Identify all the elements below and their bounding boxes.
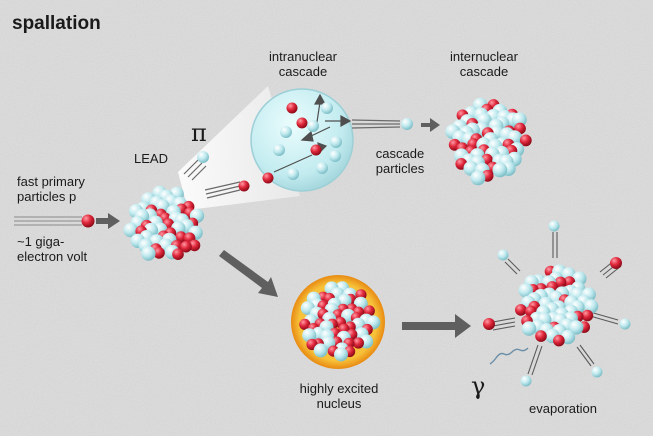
evaporated-neutron xyxy=(591,366,603,378)
evaporation-label: evaporation xyxy=(529,401,597,416)
neutron xyxy=(280,126,292,138)
neutron xyxy=(287,168,299,180)
pi-symbol: π xyxy=(191,119,207,147)
internuclear-label: internuclear cascade xyxy=(450,49,518,79)
cascade-tracks xyxy=(273,93,352,173)
neutron xyxy=(470,170,486,186)
neutron xyxy=(313,343,328,358)
proton xyxy=(299,318,311,330)
neutron xyxy=(141,246,156,261)
internuclear-nucleus xyxy=(445,97,532,186)
diagram-title: spallation xyxy=(12,13,101,34)
neutron xyxy=(521,321,537,336)
arrow-to-excited xyxy=(219,250,278,297)
fast-primary-label: fast primary particles p xyxy=(17,174,85,204)
evaporated-neutron xyxy=(497,249,509,261)
neutron xyxy=(334,347,348,362)
proton xyxy=(352,337,364,349)
neutron xyxy=(302,328,317,343)
proton xyxy=(535,330,547,342)
evaporating-nucleus xyxy=(515,264,599,347)
excited-nucleus xyxy=(299,281,381,362)
lead-label: LEAD xyxy=(134,151,168,166)
incoming-proton xyxy=(81,214,95,228)
arrows xyxy=(96,118,471,338)
lead-nucleus xyxy=(123,185,205,261)
lead-emission-tracks xyxy=(183,159,241,199)
incoming-particle-track xyxy=(14,216,82,226)
neutron xyxy=(273,144,285,156)
proton xyxy=(581,309,594,322)
intranuclear-label: intranuclear cascade xyxy=(269,49,337,79)
proton xyxy=(175,231,187,243)
proton xyxy=(553,334,565,347)
neutron xyxy=(316,162,328,174)
neutron xyxy=(330,136,342,148)
evaporated-proton xyxy=(610,257,622,269)
cascade-particle xyxy=(401,118,413,130)
evaporated-proton xyxy=(483,318,495,330)
proton xyxy=(153,247,165,259)
evaporated-neutron xyxy=(520,375,532,387)
neutron xyxy=(492,162,508,178)
proton xyxy=(310,144,322,156)
proton xyxy=(172,248,184,260)
proton xyxy=(519,134,532,147)
ejected-proton xyxy=(238,180,250,192)
arrow-to-internuclear xyxy=(421,118,440,132)
magnified-nucleons xyxy=(262,102,342,184)
arrow-into-lead xyxy=(96,213,120,229)
excited-nucleus-label: highly excited nucleus xyxy=(299,381,379,411)
proton xyxy=(515,304,527,316)
proton xyxy=(188,239,201,252)
proton xyxy=(296,117,308,129)
cascade-particles-label: cascade particles xyxy=(375,146,425,176)
pion-particle xyxy=(197,151,209,163)
proton xyxy=(262,172,274,184)
arrow-to-evaporation xyxy=(402,314,471,338)
energy-label: ~1 giga- electron volt xyxy=(17,234,88,264)
cascade-exit-tracks xyxy=(351,119,401,129)
gamma-symbol: γ xyxy=(471,372,486,400)
gamma-ray-path xyxy=(489,347,529,365)
neutron xyxy=(123,222,138,238)
proton xyxy=(180,240,192,253)
evaporated-neutron xyxy=(548,220,560,232)
neutron xyxy=(329,150,341,162)
neutron xyxy=(307,120,319,132)
proton xyxy=(286,102,298,114)
evaporated-neutron xyxy=(619,318,631,330)
neutron xyxy=(518,283,533,298)
neutron xyxy=(321,102,333,114)
neutron xyxy=(569,320,584,335)
